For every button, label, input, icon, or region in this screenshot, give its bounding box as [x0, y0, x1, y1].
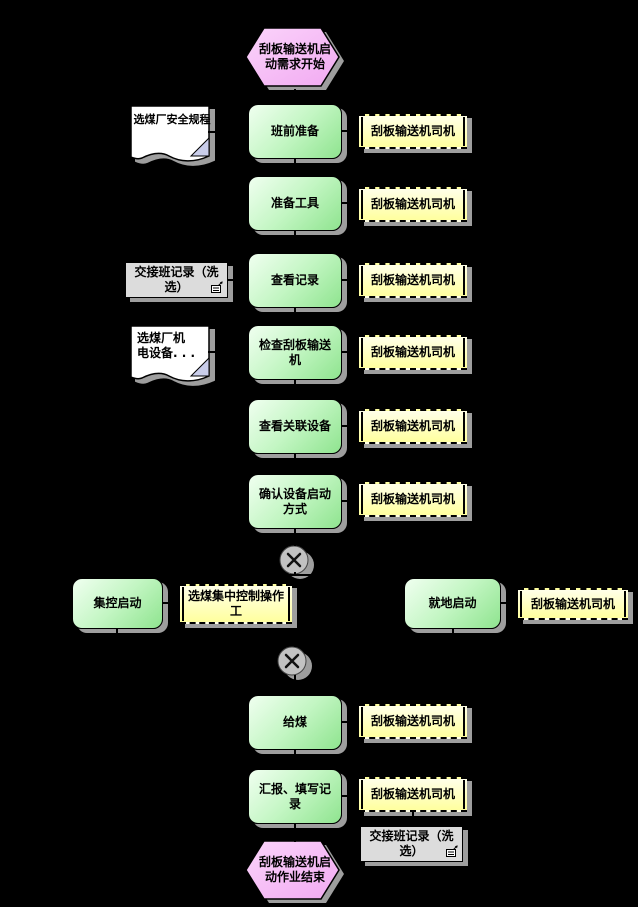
role-label: 选煤集中控制操作 工 — [187, 589, 284, 618]
record-report-icon — [446, 845, 458, 857]
role-central-control-operator[interactable]: 选煤集中控制操作 工 — [180, 584, 292, 624]
document-safety-regulations[interactable] — [130, 105, 222, 167]
connector — [294, 307, 296, 326]
role-label: 刮板输送机司机 — [530, 596, 615, 611]
document-fold-icon — [189, 136, 210, 157]
end-event-hexagon[interactable] — [245, 839, 347, 906]
connector — [342, 425, 359, 427]
connector — [294, 379, 296, 400]
connector — [294, 641, 296, 647]
connector — [294, 528, 296, 546]
connector — [116, 641, 454, 643]
document-fold-icon — [189, 356, 210, 377]
connector — [208, 131, 248, 133]
role-label: 刮板输送机司机 — [370, 197, 455, 211]
task-confirm-start-mode[interactable]: 确认设备启动 方式 — [248, 474, 342, 529]
role-conveyor-driver-2[interactable]: 刮板输送机司机 — [359, 187, 467, 222]
connector — [163, 602, 180, 604]
record-shift-log-2[interactable]: 交接班记录（洗 选） — [360, 826, 463, 862]
role-conveyor-driver-8[interactable]: 刮板输送机司机 — [359, 777, 467, 812]
connector — [294, 675, 296, 696]
task-label: 检查刮板输送 机 — [258, 337, 331, 367]
task-label: 汇报、填写记 录 — [258, 781, 331, 811]
record-shift-log-1[interactable]: 交接班记录（洗 选） — [125, 262, 228, 298]
task-label: 集控启动 — [93, 596, 142, 610]
record-report-icon — [211, 281, 223, 293]
x-icon — [284, 653, 300, 669]
document-body — [130, 105, 210, 162]
task-label: 准备工具 — [270, 196, 319, 210]
role-conveyor-driver-7[interactable]: 刮板输送机司机 — [359, 704, 467, 739]
record-label: 交接班记录（洗 选） — [134, 265, 219, 294]
connector — [294, 823, 296, 842]
task-check-related-equipment[interactable]: 查看关联设备 — [248, 399, 342, 454]
role-label: 刮板输送机司机 — [370, 273, 455, 287]
connector — [294, 230, 296, 254]
connector — [412, 811, 414, 826]
task-label: 确认设备启动 方式 — [258, 486, 331, 516]
task-feed-coal[interactable]: 给煤 — [248, 695, 342, 750]
document-label: 选煤厂安全规程 — [133, 113, 211, 126]
task-label: 给煤 — [282, 715, 307, 729]
end-event-label: 刮板输送机启 动作业结束 — [258, 855, 331, 884]
connector — [342, 279, 359, 281]
task-label: 班前准备 — [270, 124, 319, 138]
task-label: 就地启动 — [428, 596, 477, 610]
connector — [294, 158, 296, 177]
record-label: 交接班记录（洗 选） — [369, 829, 454, 858]
hexagon-body — [245, 27, 340, 87]
connector — [342, 130, 359, 132]
task-centralized-start[interactable]: 集控启动 — [72, 578, 163, 629]
connector — [116, 574, 454, 576]
role-label: 刮板输送机司机 — [370, 787, 455, 801]
task-inspect-scraper-conveyor[interactable]: 检查刮板输送 机 — [248, 325, 342, 380]
connector — [452, 574, 454, 579]
connector — [294, 749, 296, 770]
task-report-fill-records[interactable]: 汇报、填写记 录 — [248, 769, 342, 824]
connector — [342, 500, 359, 502]
task-label: 查看关联设备 — [258, 419, 331, 433]
role-label: 刮板输送机司机 — [370, 714, 455, 728]
document-body — [130, 325, 210, 382]
connector — [342, 795, 359, 797]
connector — [228, 279, 248, 281]
role-conveyor-driver-4[interactable]: 刮板输送机司机 — [359, 335, 467, 370]
role-label: 刮板输送机司机 — [370, 124, 455, 138]
connector — [342, 721, 359, 723]
start-event-hexagon[interactable] — [245, 26, 347, 93]
role-label: 刮板输送机司机 — [370, 492, 455, 506]
xor-gateway-1[interactable] — [279, 545, 319, 585]
start-event-label: 刮板输送机启 动需求开始 — [258, 42, 331, 71]
document-electromechanical-equipment[interactable] — [130, 325, 222, 387]
task-label: 查看记录 — [270, 273, 319, 287]
role-conveyor-driver-9[interactable]: 刮板输送机司机 — [518, 588, 628, 620]
xor-gateway-2[interactable] — [277, 646, 317, 686]
connector — [116, 629, 118, 643]
connector — [294, 453, 296, 475]
role-label: 刮板输送机司机 — [370, 419, 455, 433]
hexagon-body — [245, 840, 340, 900]
connector — [342, 351, 359, 353]
connector — [208, 351, 248, 353]
role-conveyor-driver-3[interactable]: 刮板输送机司机 — [359, 263, 467, 298]
task-check-records[interactable]: 查看记录 — [248, 253, 342, 308]
x-icon — [286, 552, 302, 568]
role-label: 刮板输送机司机 — [370, 345, 455, 359]
task-prepare-tools[interactable]: 准备工具 — [248, 176, 342, 231]
role-conveyor-driver-1[interactable]: 刮板输送机司机 — [359, 114, 467, 149]
connector — [294, 89, 296, 105]
role-conveyor-driver-5[interactable]: 刮板输送机司机 — [359, 409, 467, 444]
role-conveyor-driver-6[interactable]: 刮板输送机司机 — [359, 482, 467, 517]
task-local-start[interactable]: 就地启动 — [404, 578, 501, 629]
connector — [501, 602, 518, 604]
connector — [342, 202, 359, 204]
task-pre-shift-preparation[interactable]: 班前准备 — [248, 104, 342, 159]
document-label: 选煤厂机 电设备. . . — [137, 331, 196, 360]
connector — [116, 574, 118, 579]
connector — [452, 629, 454, 643]
